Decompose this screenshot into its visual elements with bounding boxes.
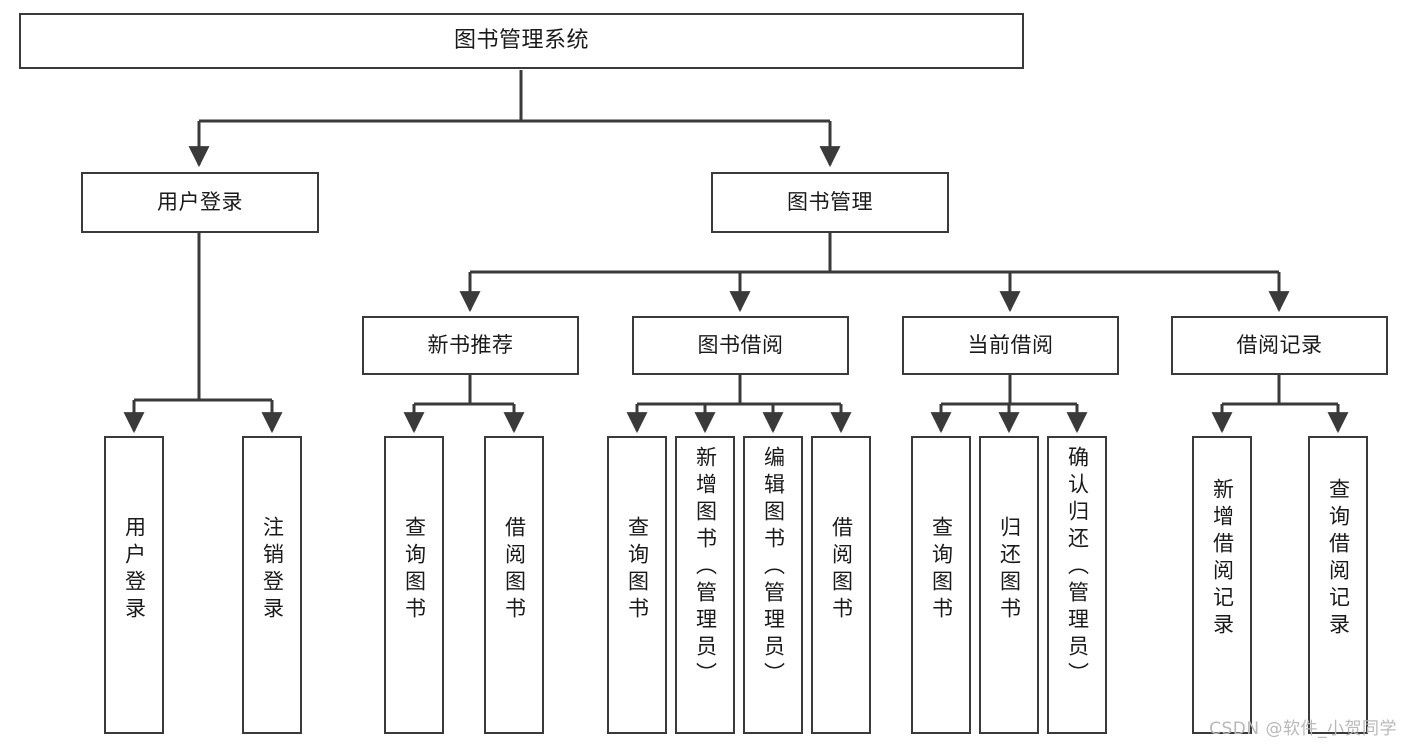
node-label: 图书管理系统 (453, 28, 589, 54)
node-label: 新增借阅记录 (1210, 478, 1235, 640)
node-label: 用户登录 (122, 516, 147, 624)
node-label: 归还图书 (997, 516, 1022, 624)
leaf-user-login[interactable]: 用户登录 (104, 436, 164, 734)
node-label: 图书借阅 (697, 333, 784, 358)
node-label: 借阅图书 (502, 516, 527, 624)
node-current-borrow[interactable]: 当前借阅 (902, 316, 1119, 375)
node-label: 新增图书（管理员） (693, 446, 718, 689)
node-label: 用户登录 (157, 190, 243, 215)
node-label: 查询借阅记录 (1326, 478, 1351, 640)
node-label: 确认归还（管理员） (1065, 446, 1090, 689)
leaf-query-book-1[interactable]: 查询图书 (384, 436, 444, 734)
node-label: 查询图书 (402, 516, 427, 624)
node-label: 图书管理 (787, 190, 873, 215)
node-label: 借阅记录 (1236, 333, 1323, 358)
node-book-manage[interactable]: 图书管理 (711, 172, 949, 233)
node-label: 查询图书 (929, 516, 954, 624)
leaf-query-record[interactable]: 查询借阅记录 (1308, 436, 1368, 734)
leaf-edit-book[interactable]: 编辑图书（管理员） (743, 436, 803, 734)
node-label: 注销登录 (260, 516, 285, 624)
node-label: 借阅图书 (829, 516, 854, 624)
leaf-user-logout[interactable]: 注销登录 (242, 436, 302, 734)
csdn-watermark: CSDN @软件_小贺同学 (1209, 719, 1397, 739)
node-label: 查询图书 (625, 516, 650, 624)
leaf-add-book[interactable]: 新增图书（管理员） (675, 436, 735, 734)
leaf-query-book-3[interactable]: 查询图书 (911, 436, 971, 734)
leaf-borrow-book-1[interactable]: 借阅图书 (484, 436, 544, 734)
node-user-login[interactable]: 用户登录 (81, 172, 319, 233)
leaf-confirm-return[interactable]: 确认归还（管理员） (1047, 436, 1107, 734)
node-book-borrow[interactable]: 图书借阅 (632, 316, 849, 375)
node-new-book-rec[interactable]: 新书推荐 (362, 316, 579, 375)
leaf-query-book-2[interactable]: 查询图书 (607, 436, 667, 734)
leaf-return-book[interactable]: 归还图书 (979, 436, 1039, 734)
node-label: 当前借阅 (967, 333, 1054, 358)
node-label: 新书推荐 (427, 333, 514, 358)
node-root-system[interactable]: 图书管理系统 (19, 13, 1024, 69)
node-label: 编辑图书（管理员） (761, 446, 786, 689)
node-borrow-record[interactable]: 借阅记录 (1171, 316, 1388, 375)
leaf-borrow-book-2[interactable]: 借阅图书 (811, 436, 871, 734)
leaf-add-record[interactable]: 新增借阅记录 (1192, 436, 1252, 734)
